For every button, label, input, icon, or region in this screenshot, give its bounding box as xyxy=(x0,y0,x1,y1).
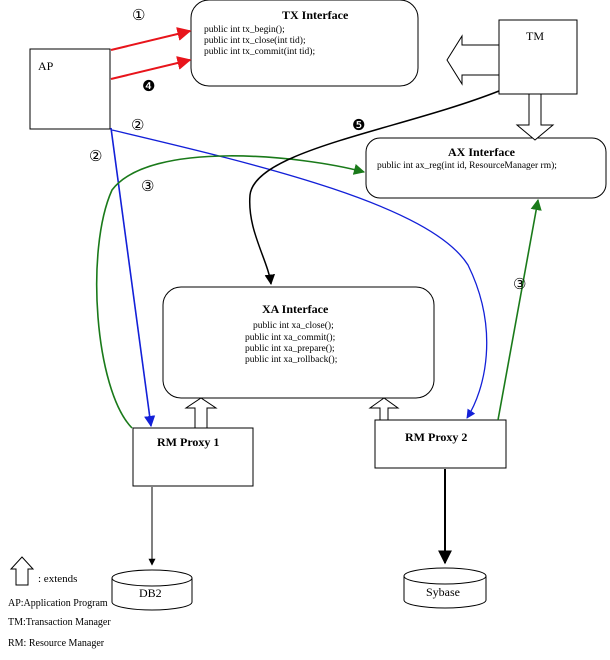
tx-method-3: public int tx_commit(int tid); xyxy=(204,46,315,57)
extends-arrow-rm2-to-xa xyxy=(368,397,400,421)
extends-arrow-tm-to-tx xyxy=(446,34,500,86)
step-marker-5: ❺ xyxy=(352,118,365,134)
ax-method-1: public int ax_reg(int id, ResourceManage… xyxy=(377,160,557,171)
arrow-ap-to-tx-1 xyxy=(110,27,192,51)
rm-proxy-2-box: RM Proxy 2 xyxy=(374,419,507,469)
arrow-tm-to-xa xyxy=(249,90,500,286)
tm-label: TM xyxy=(526,29,544,43)
xa-method-4: public int xa_rollback(); xyxy=(245,354,337,365)
legend-ap: AP:Application Program xyxy=(8,598,108,609)
ap-box: AP xyxy=(29,48,111,130)
rm-proxy-1-label: RM Proxy 1 xyxy=(157,435,219,449)
xa-interface-title: XA Interface xyxy=(262,302,329,316)
legend-tm: TM:Transaction Manager xyxy=(8,617,111,628)
step-marker-2-top: ② xyxy=(131,118,144,134)
xa-method-2: public int xa_commit(); xyxy=(245,332,335,343)
arrow-ap-to-rm2 xyxy=(111,129,488,419)
sybase-label: Sybase xyxy=(426,585,460,599)
step-marker-1: ① xyxy=(132,8,145,24)
extends-legend-icon xyxy=(9,556,35,586)
extends-arrow-tm-to-ax xyxy=(515,93,555,141)
arrow-rm1-to-ax xyxy=(95,155,366,429)
tx-method-1: public int tx_begin(); xyxy=(204,24,285,35)
ax-interface-title: AX Interface xyxy=(448,145,516,159)
step-marker-3-left: ③ xyxy=(141,179,154,195)
arrow-rm2-to-ax xyxy=(497,198,542,421)
sybase-database: Sybase xyxy=(403,567,487,609)
db2-database: DB2 xyxy=(111,569,193,611)
extends-arrow-rm1-to-xa xyxy=(184,397,218,429)
rm-proxy-1-box: RM Proxy 1 xyxy=(132,427,254,487)
legend-rm: RM: Resource Manager xyxy=(8,638,105,649)
tx-interface-title: TX Interface xyxy=(282,8,349,22)
step-marker-3-right: ③ xyxy=(513,277,526,293)
tx-interface-box: TX Interface public int tx_begin(); publ… xyxy=(190,0,419,87)
tx-method-2: public int tx_close(int tid); xyxy=(204,35,306,46)
step-marker-4: ❹ xyxy=(142,79,155,95)
xa-interface-box: XA Interface public int xa_close(); publ… xyxy=(162,286,435,399)
ax-interface-box: AX Interface public int ax_reg(int id, R… xyxy=(365,137,607,199)
arrow-ap-to-tx-4 xyxy=(110,56,192,80)
db2-label: DB2 xyxy=(139,586,162,600)
legend-extends: : extends xyxy=(38,573,78,585)
tm-box: TM xyxy=(498,19,578,95)
step-marker-2-left: ② xyxy=(89,149,102,165)
xa-method-1: public int xa_close(); xyxy=(253,320,334,331)
xa-method-3: public int xa_prepare(); xyxy=(245,343,335,354)
arrow-ap-to-rm1 xyxy=(110,127,156,428)
ap-label: AP xyxy=(38,59,54,73)
rm-proxy-2-label: RM Proxy 2 xyxy=(405,430,467,444)
